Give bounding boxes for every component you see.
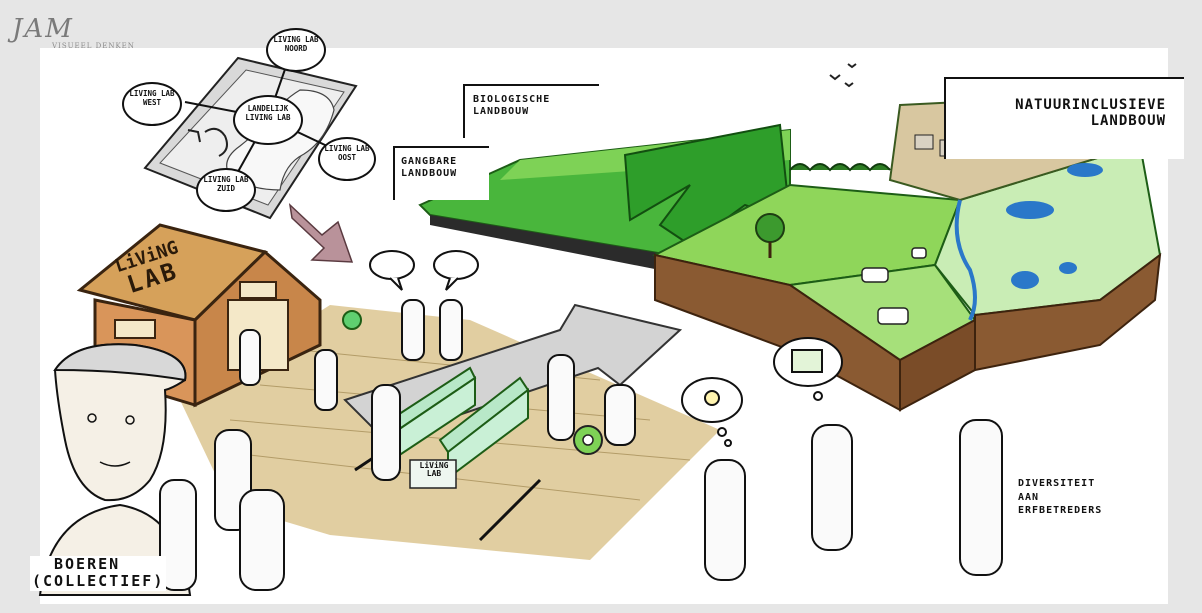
- label-boeren-line2: (COLLECTIEF): [32, 572, 165, 591]
- label-boeren-line1: BOEREN: [54, 555, 121, 573]
- speech-bubble: [369, 250, 479, 291]
- trough-sign: LiViNG LAB: [416, 461, 452, 479]
- people-figures: [38, 299, 1003, 596]
- thought-bubble-window: [773, 337, 843, 401]
- map-node-oost: LIVING LAB OOST: [318, 137, 376, 181]
- map-node-label: LIVING LAB ZUID: [203, 175, 249, 193]
- map-node-noord: LIVING LAB NOORD: [266, 28, 326, 72]
- map-node-label: LIVING LAB NOORD: [273, 35, 319, 53]
- label-gangbare: GANGBARE LANDBOUW: [401, 156, 458, 179]
- jam-logo: JAM VISUEEL DENKEN: [12, 14, 135, 50]
- map-node-label: LIVING LAB WEST: [129, 89, 175, 107]
- label-natuurinclusieve: NATUURINCLUSIEVE LANDBOUW: [1015, 97, 1166, 130]
- label-box-gangbare: GANGBARE LANDBOUW: [393, 146, 489, 200]
- map-node-label: LIVING LAB OOST: [324, 144, 370, 162]
- label-diversiteit: DIVERSITEIT AAN ERFBETREDERS: [1018, 478, 1103, 516]
- trough-sign-line1: LiViNG: [419, 461, 449, 470]
- map-node-landelijk: LANDELIJK LIVING LAB: [233, 95, 303, 145]
- farmer-portrait: [87, 413, 135, 467]
- trough-sign-line2: LAB: [426, 469, 442, 479]
- label-biologische: BIOLOGISCHE LANDBOUW: [473, 94, 551, 117]
- label-box-biologische: BIOLOGISCHE LANDBOUW: [463, 84, 599, 138]
- label-box-natuurinclusieve: NATUURINCLUSIEVE LANDBOUW: [944, 77, 1184, 159]
- label-boeren: BOEREN (COLLECTIEF): [30, 555, 167, 591]
- trough-table: [388, 366, 530, 489]
- map-to-lab-arrow: [288, 202, 354, 263]
- thought-bubble-lightbulb: [681, 377, 743, 447]
- idea-burst-icon: [342, 310, 362, 330]
- map-node-west: LIVING LAB WEST: [122, 82, 182, 126]
- map-node-zuid: LIVING LAB ZUID: [196, 168, 256, 212]
- cow-icon: [861, 247, 927, 325]
- birds-icon: [829, 63, 857, 88]
- map-node-label: LANDELIJK LIVING LAB: [245, 104, 291, 122]
